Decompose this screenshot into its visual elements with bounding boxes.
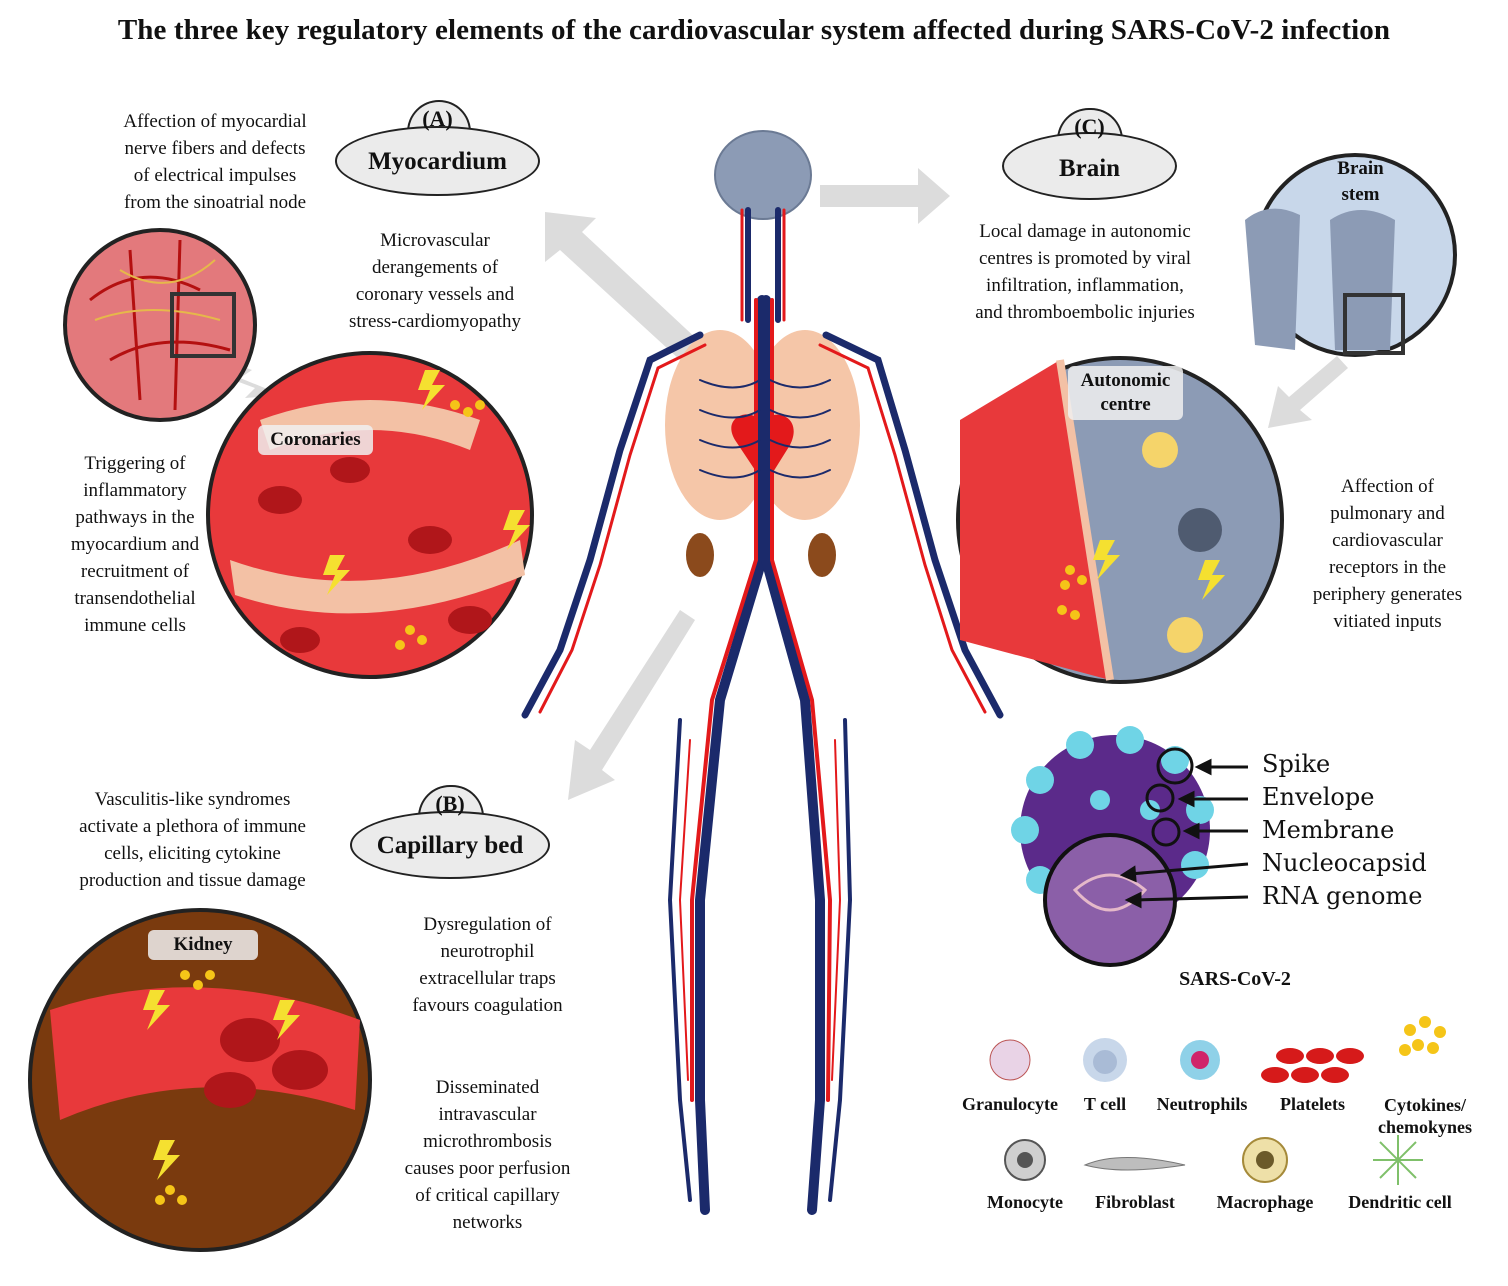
virus-part-envelope: Envelope <box>1262 783 1375 811</box>
grey-arrows <box>225 168 1348 800</box>
text-line: Triggering of <box>84 453 186 474</box>
text-line: pathways in the <box>75 507 195 528</box>
text-line: stress-cardiomyopathy <box>348 311 521 332</box>
section-b-letter: (B) <box>435 791 465 816</box>
legend-fibroblast: Fibroblast <box>1095 1192 1175 1212</box>
kidney-label: Kidney <box>148 930 258 960</box>
text-line: cardiovascular <box>1332 530 1443 551</box>
text-vasculitis: Vasculitis-like syndromes activate a ple… <box>45 786 340 894</box>
text-line: extracellular traps <box>419 968 556 989</box>
legend-granulocyte: Granulocyte <box>962 1094 1058 1114</box>
circulatory-body <box>521 130 1004 1215</box>
text-microthrombosis: Disseminated intravascular microthrombos… <box>385 1074 590 1236</box>
section-b-label: (B) Capillary bed <box>350 785 550 880</box>
text-line: pulmonary and <box>1330 503 1445 524</box>
cloud-body <box>335 126 540 196</box>
text-net-coagulation: Dysregulation of neurotrophil extracellu… <box>385 911 590 1019</box>
text-line: Dysregulation of <box>423 914 552 935</box>
text-line: Microvascular <box>380 230 490 251</box>
virus-part-spike: Spike <box>1262 750 1331 778</box>
text-line: Affection of <box>1340 476 1435 497</box>
text-line: centres is promoted by viral <box>978 248 1192 269</box>
legend-platelets: Platelets <box>1280 1094 1345 1114</box>
text-line: Affection of myocardial <box>123 111 307 132</box>
text-line: derangements of <box>371 257 499 278</box>
text-line: networks <box>452 1212 523 1233</box>
virus-part-nucleocapsid: Nucleocapsid <box>1262 849 1427 877</box>
text-line: cells, eliciting cytokine <box>104 843 281 864</box>
legend-icons <box>989 1016 1446 1185</box>
section-c-letter: (C) <box>1074 114 1105 139</box>
figure-title: The three key regulatory elements of the… <box>117 14 1391 46</box>
text-line: inflammatory <box>83 480 187 501</box>
heart-zoom-circle <box>63 228 257 422</box>
virus-name: SARS-CoV-2 <box>1179 968 1291 990</box>
legend-t-cell: T cell <box>1083 1094 1127 1114</box>
text-line: receptors in the <box>1328 557 1447 578</box>
text-line: neurotrophil <box>440 941 535 962</box>
virus-illustration <box>1011 726 1249 967</box>
text-line: recruitment of <box>80 561 190 582</box>
text-line: nerve fibers and defects <box>124 138 306 159</box>
legend-cytokines: Cytokines/ chemokynes <box>1378 1095 1472 1137</box>
arrow-to-myocardium <box>545 212 700 360</box>
legend-macrophage: Macrophage <box>1216 1192 1314 1212</box>
legend-dendritic-cell: Dendritic cell <box>1348 1192 1452 1212</box>
section-b-name: Capillary bed <box>376 832 524 859</box>
arrow-to-capillary <box>568 610 695 800</box>
virus-part-membrane: Membrane <box>1262 816 1395 844</box>
text-line: intravascular <box>438 1104 537 1125</box>
brainstem-label: Brain stem <box>1337 158 1384 205</box>
section-c-name: Brain <box>1058 155 1121 182</box>
kidney-circle <box>28 908 372 1252</box>
text-line: of critical capillary <box>415 1185 560 1206</box>
section-a-name: Myocardium <box>368 148 507 175</box>
text-brain-local-damage: Local damage in autonomic centres is pro… <box>950 218 1220 326</box>
text-line: production and tissue damage <box>79 870 306 891</box>
text-line: Vasculitis-like syndromes <box>94 789 291 810</box>
text-line: favours coagulation <box>412 995 563 1016</box>
text-line: periphery generates <box>1312 584 1463 605</box>
text-line: vitiated inputs <box>1333 611 1442 632</box>
text-line: transendothelial <box>74 588 196 609</box>
text-inflammatory: Triggering of inflammatory pathways in t… <box>40 450 230 639</box>
text-microvascular: Microvascular derangements of coronary v… <box>325 227 545 335</box>
legend-monocyte: Monocyte <box>987 1192 1063 1212</box>
text-line: and thromboembolic injuries <box>975 302 1195 323</box>
text-line: of electrical impulses <box>133 165 297 186</box>
section-a-label: (A) Myocardium <box>335 100 540 196</box>
text-line: activate a plethora of immune <box>79 816 306 837</box>
cloud-body <box>350 811 550 879</box>
text-line: causes poor perfusion <box>404 1158 571 1179</box>
text-line: Disseminated <box>435 1077 540 1098</box>
virus-part-rna-genome: RNA genome <box>1262 882 1423 910</box>
coronaries-label: Coronaries <box>258 425 373 455</box>
text-line: coronary vessels and <box>355 284 515 305</box>
text-line: infiltration, inflammation, <box>986 275 1184 296</box>
text-line: from the sinoatrial node <box>123 192 307 213</box>
section-c-label: (C) Brain <box>1002 100 1177 200</box>
cloud-body <box>1002 132 1177 200</box>
text-line: microthrombosis <box>423 1131 552 1152</box>
coronaries-circle <box>206 351 534 679</box>
text-myocardial-nerves: Affection of myocardial nerve fibers and… <box>90 108 340 216</box>
autonomic-centre-label: Autonomic centre <box>1068 366 1183 420</box>
text-line: myocardium and <box>70 534 200 555</box>
text-line: immune cells <box>84 615 186 636</box>
autonomic-circle <box>956 356 1284 684</box>
brainstem-circle <box>1245 153 1457 357</box>
text-line: Local damage in autonomic <box>979 221 1191 242</box>
legend-neutrophils: Neutrophils <box>1156 1094 1248 1114</box>
text-receptors: Affection of pulmonary and cardiovascula… <box>1290 473 1485 635</box>
arrow-to-brain <box>820 168 950 224</box>
arrow-brainstem-to-centre <box>1268 356 1348 428</box>
section-a-letter: (A) <box>422 106 453 131</box>
